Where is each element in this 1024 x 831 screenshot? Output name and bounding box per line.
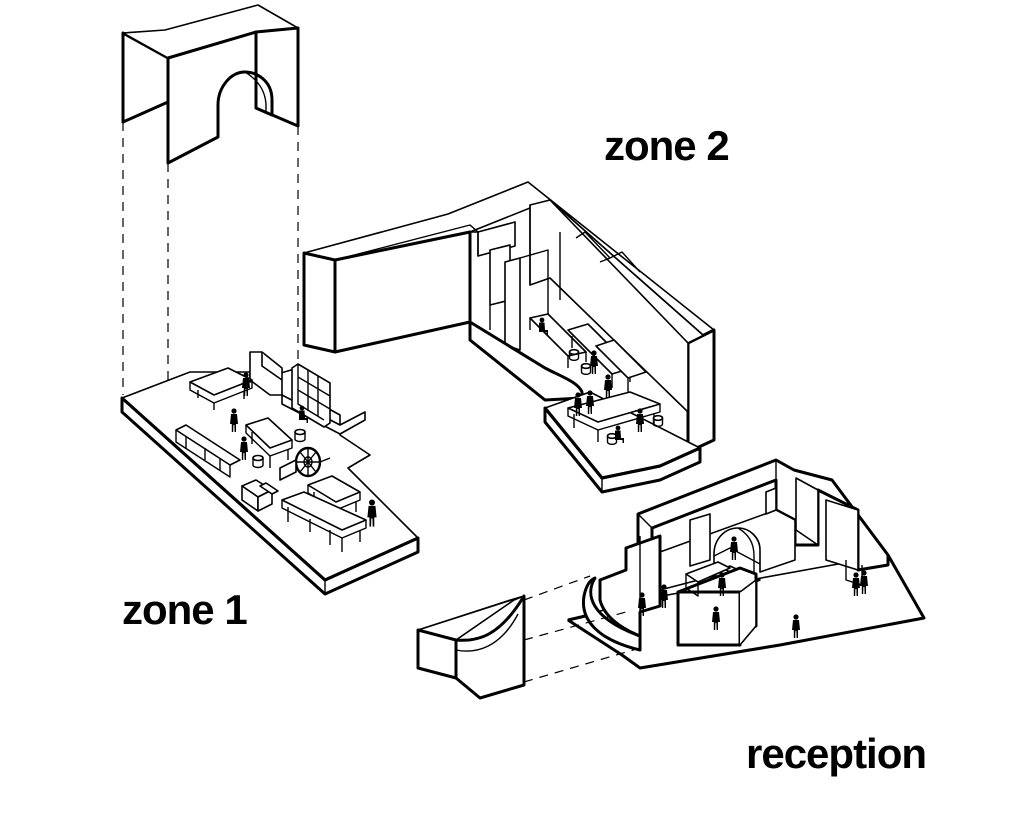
zone1-projection-lines — [122, 122, 299, 398]
zone2-volume — [302, 181, 716, 494]
zone2-label: zone 2 — [604, 122, 730, 169]
zone1-label: zone 1 — [122, 586, 248, 633]
zone1-arch-wall — [121, 4, 300, 165]
zone1-floor-plate — [120, 351, 420, 596]
reception-label: reception — [746, 730, 927, 777]
reception-projection-lines — [523, 575, 641, 683]
reception-exploded-wall — [416, 594, 526, 700]
reception-volume — [567, 458, 926, 670]
